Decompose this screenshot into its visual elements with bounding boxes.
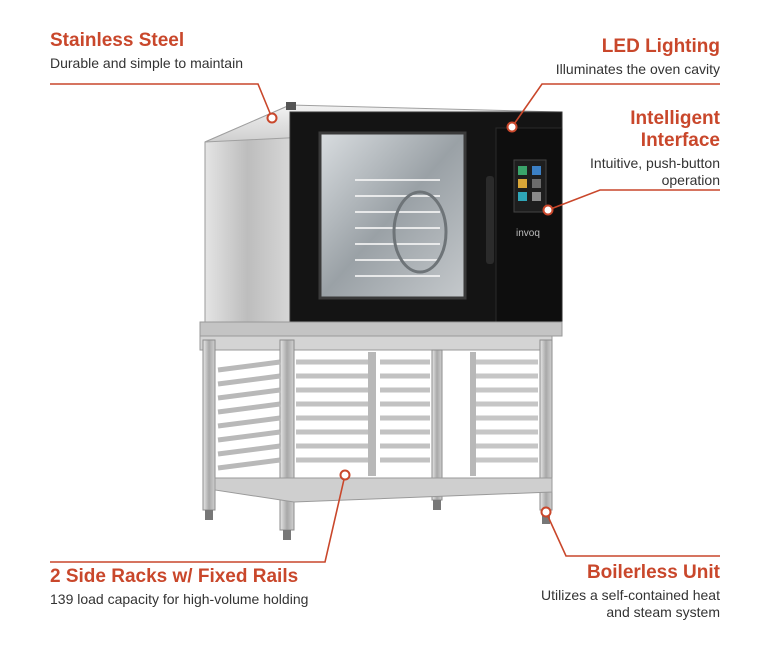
feature-intelligent-interface: Intelligent Interface Intuitive, push-bu…	[580, 108, 720, 190]
feature-title: Intelligent Interface	[630, 108, 720, 151]
callout-marker	[339, 469, 351, 481]
feature-desc: Illuminates the oven cavity	[555, 60, 720, 77]
feature-title: Boilerless Unit	[586, 562, 720, 583]
oven-body: invoq	[199, 102, 563, 337]
feature-side-racks: 2 Side Racks w/ Fixed Rails 139 load cap…	[50, 566, 308, 608]
brand-label: invoq	[516, 228, 540, 239]
callout-marker	[266, 112, 278, 124]
callout-marker	[506, 121, 518, 133]
feature-title: LED Lighting	[601, 36, 720, 57]
oven-stand	[199, 335, 553, 540]
feature-desc: Utilizes a self-contained heat and steam…	[541, 586, 720, 621]
feature-title: 2 Side Racks w/ Fixed Rails	[50, 566, 299, 587]
feature-stainless-steel: Stainless Steel Durable and simple to ma…	[50, 30, 243, 72]
callout-marker	[540, 506, 552, 518]
callout-marker	[542, 204, 554, 216]
feature-led-lighting: LED Lighting Illuminates the oven cavity	[556, 36, 720, 78]
feature-boilerless-unit: Boilerless Unit Utilizes a self-containe…	[540, 562, 720, 622]
feature-title: Stainless Steel	[50, 30, 185, 51]
callout-leaders	[50, 83, 720, 563]
feature-desc: Durable and simple to maintain	[50, 54, 243, 71]
feature-desc: 139 load capacity for high-volume holdin…	[50, 590, 309, 607]
feature-desc: Intuitive, push-button operation	[590, 154, 720, 189]
